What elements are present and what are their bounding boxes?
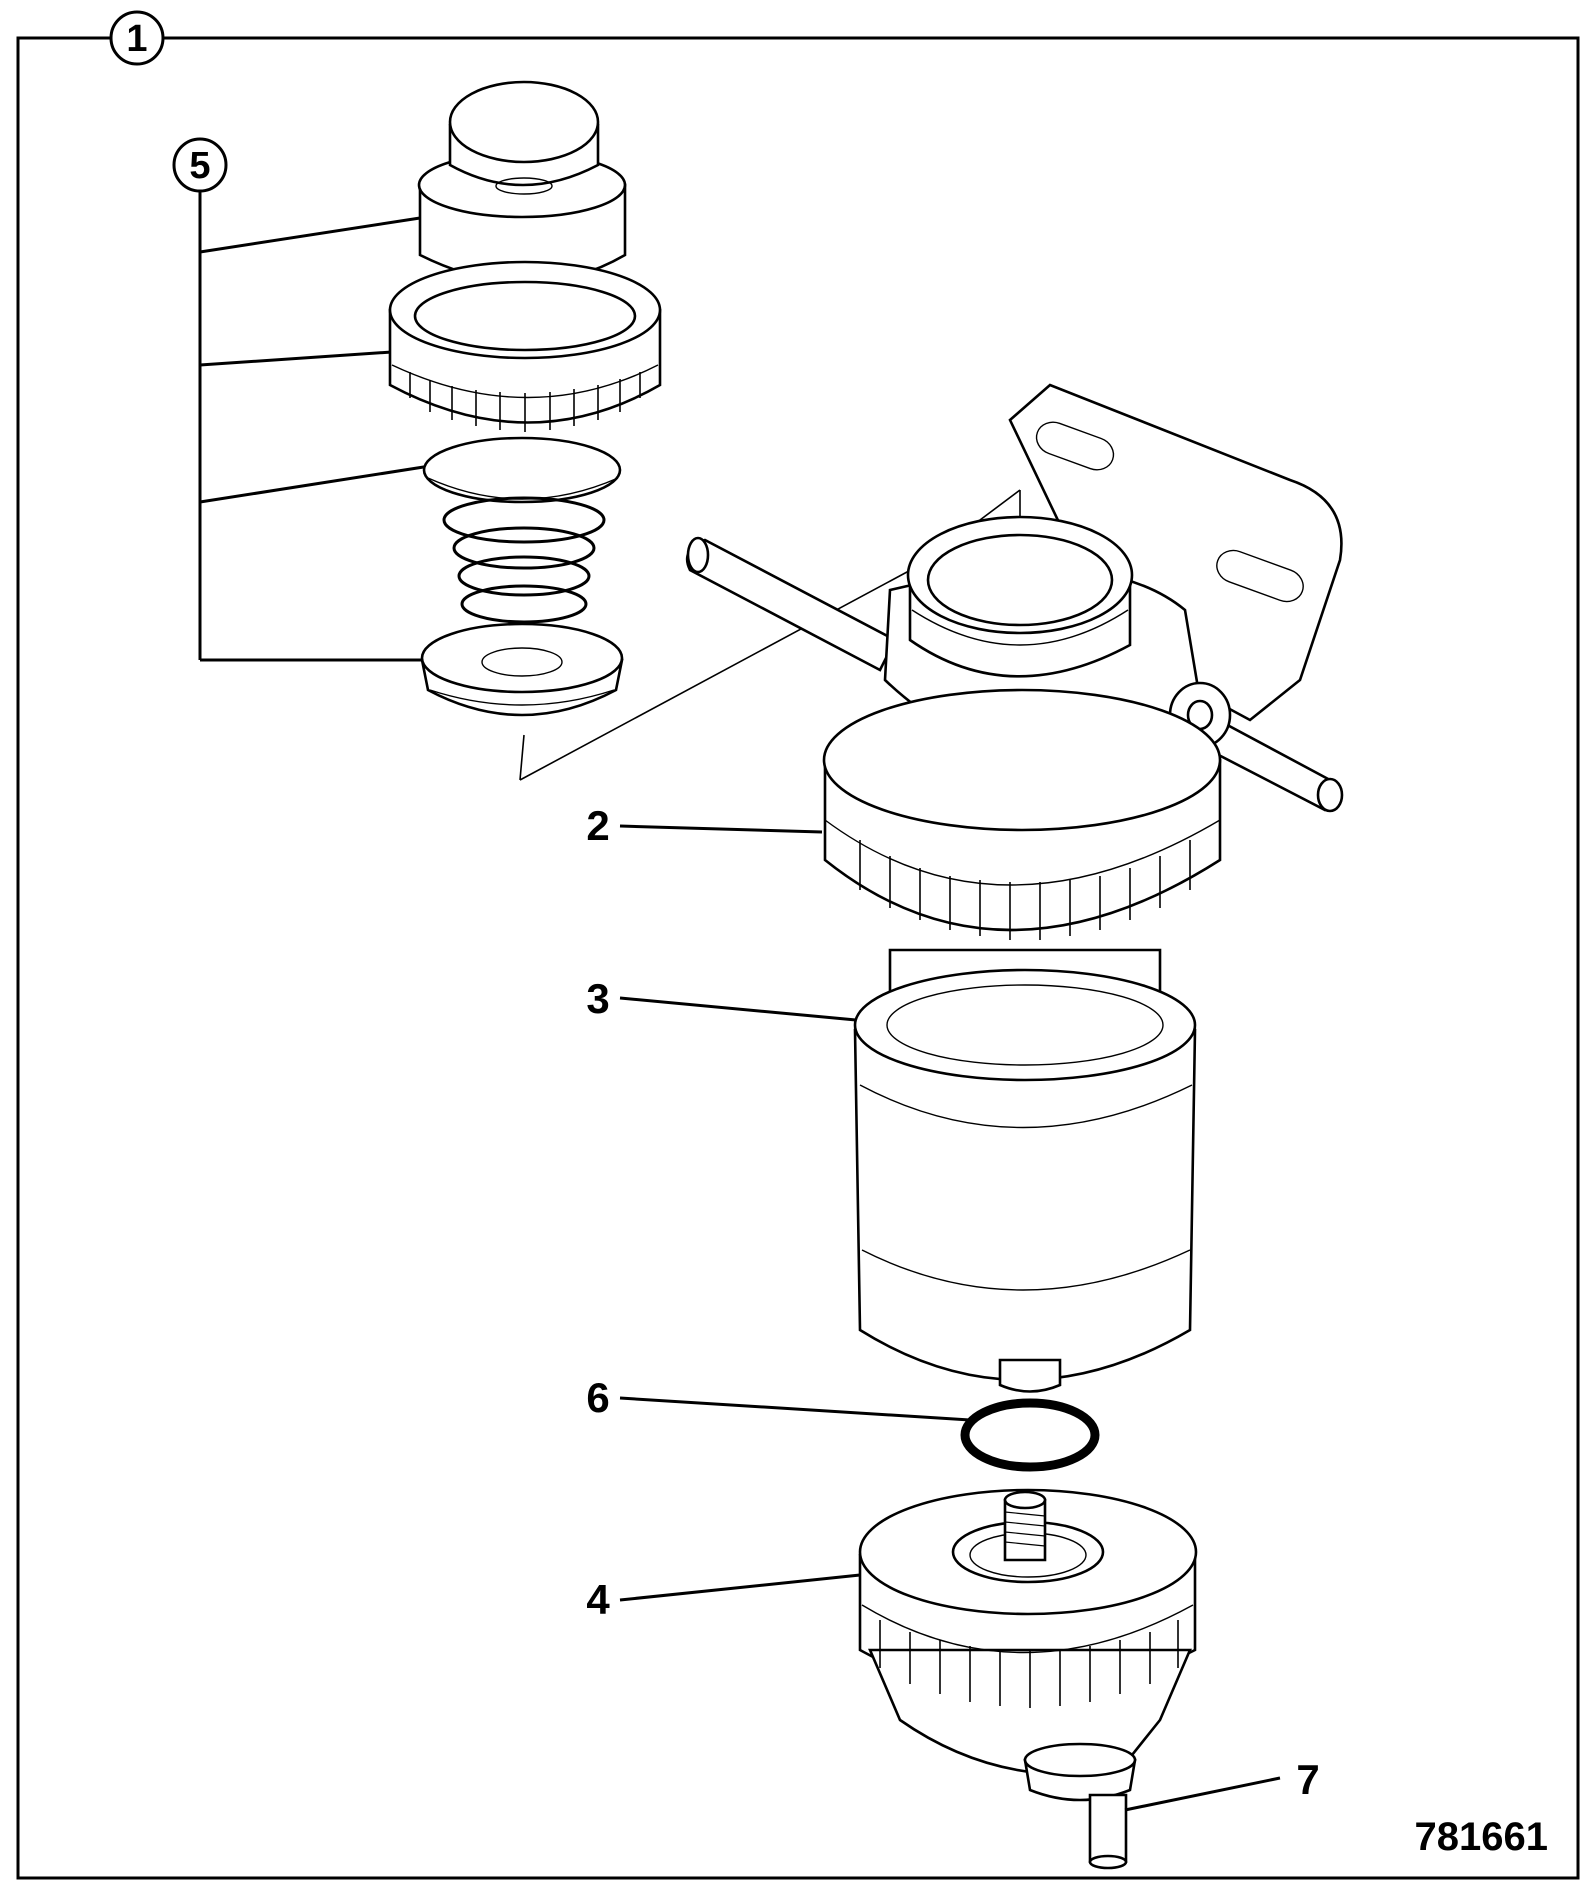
ring-nut: [388, 260, 662, 432]
figure-number: 781661: [1415, 1815, 1548, 1859]
svg-text:1: 1: [126, 18, 147, 60]
svg-text:5: 5: [189, 145, 210, 187]
seal-disc: [422, 436, 622, 504]
diagram-frame: [16, 36, 1580, 1880]
filter-bowl: [858, 1488, 1198, 1776]
valve-cap: [417, 80, 627, 284]
callout-1: 1: [109, 10, 165, 66]
valve-kit-assembly: [388, 80, 662, 717]
spring: [442, 496, 606, 624]
callout-6: 6: [586, 1374, 609, 1421]
o-ring: [960, 1398, 1100, 1472]
filter-element: [853, 948, 1197, 1393]
drain-plug: [1023, 1742, 1137, 1870]
filter-head: [685, 383, 1344, 940]
callout-7: 7: [1296, 1756, 1319, 1803]
callout-4: 4: [586, 1576, 610, 1623]
spring-seat: [420, 622, 624, 717]
callout-3: 3: [586, 975, 609, 1022]
leader-lines: [619, 824, 1281, 1812]
callout-2: 2: [586, 802, 609, 849]
callout-5: 5: [172, 137, 431, 662]
